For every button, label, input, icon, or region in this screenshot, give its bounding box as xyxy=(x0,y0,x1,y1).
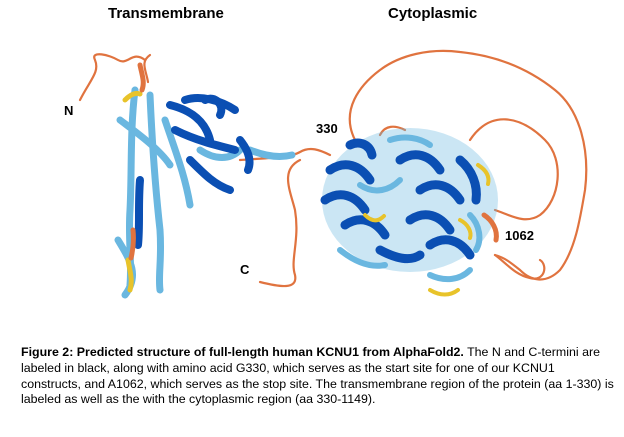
residue-1062-label: 1062 xyxy=(505,228,534,243)
transmembrane-label: Transmembrane xyxy=(108,5,224,22)
cytoplasmic-label: Cytoplasmic xyxy=(388,5,478,22)
c-terminus-label: C xyxy=(240,262,250,277)
figure-caption: Figure 2: Predicted structure of full-le… xyxy=(21,345,617,408)
caption-title: Figure 2: Predicted structure of full-le… xyxy=(21,345,464,359)
disordered-loops xyxy=(78,49,588,288)
transmembrane-domain xyxy=(114,62,296,299)
n-terminus-label: N xyxy=(64,103,74,118)
caption-body: The N and C-termini are labeled in black… xyxy=(21,345,614,407)
protein-structure-figure xyxy=(78,49,588,299)
residue-330-label: 330 xyxy=(316,121,338,136)
cytoplasmic-domain xyxy=(320,128,499,297)
